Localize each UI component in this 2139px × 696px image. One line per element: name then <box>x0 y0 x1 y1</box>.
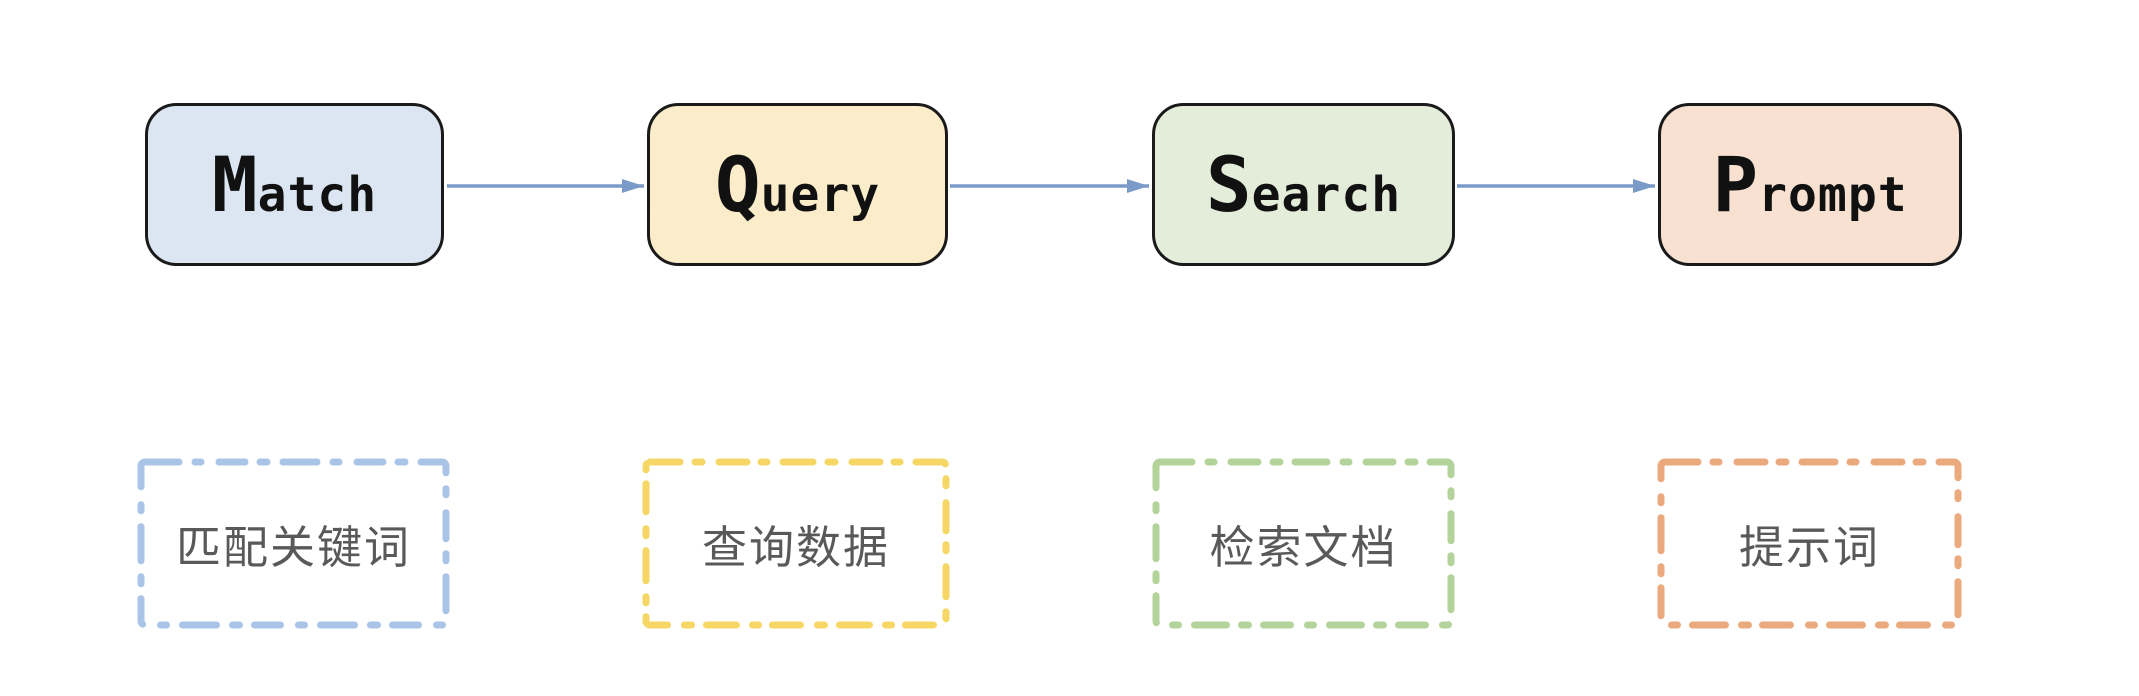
note-box-search: 检索文档 <box>1152 458 1455 629</box>
note-box-search-label: 检索文档 <box>1209 521 1398 574</box>
flow-box-query-shape <box>647 103 948 266</box>
note-box-prompt: 提示词 <box>1657 458 1962 629</box>
note-box-match-border <box>137 458 450 629</box>
flow-box-prompt-rest: rompt <box>1758 166 1908 223</box>
flow-box-prompt-initial: P <box>1712 139 1759 229</box>
flow-box-match-shape <box>145 103 444 266</box>
note-box-search-border <box>1152 458 1455 629</box>
flow-box-match-rest: atch <box>257 166 378 223</box>
flow-box-query-initial: Q <box>714 139 761 229</box>
flow-box-search-rest: earch <box>1251 166 1402 223</box>
note-box-query-border <box>642 458 950 629</box>
flow-box-query-rest: uery <box>760 166 881 223</box>
note-box-match-label: 匹配关键词 <box>175 521 411 574</box>
note-box-query: 查询数据 <box>642 458 950 629</box>
flow-box-match-initial: M <box>211 139 258 229</box>
flow-box-search-shape <box>1152 103 1455 266</box>
flow-box-prompt-shape <box>1658 103 1962 266</box>
note-box-match: 匹配关键词 <box>137 458 450 629</box>
note-box-query-label: 查询数据 <box>701 521 890 574</box>
note-box-prompt-label: 提示词 <box>1738 521 1880 574</box>
flow-box-search-initial: S <box>1205 139 1252 229</box>
note-box-prompt-border <box>1657 458 1962 629</box>
